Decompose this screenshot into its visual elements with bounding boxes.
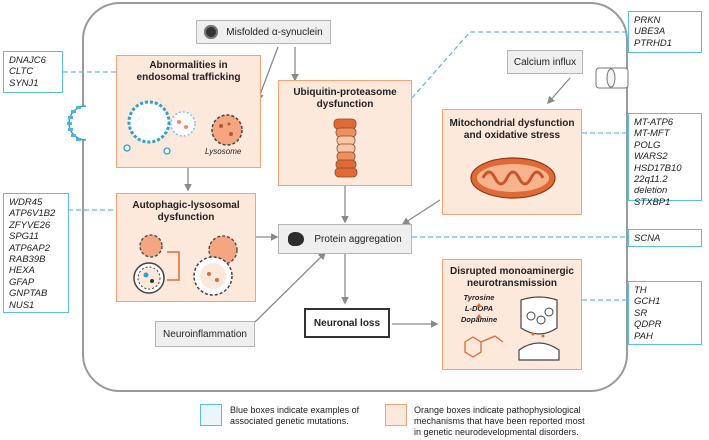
arrow-misfolded-to-endosomal bbox=[256, 46, 279, 102]
calcium-influx-box: Calcium influx bbox=[507, 50, 583, 74]
neuronal-loss-label: Neuronal loss bbox=[313, 317, 381, 329]
gene-wars2: WARS2 bbox=[634, 151, 668, 163]
endosomal-title-line-1: Abnormalities in bbox=[149, 60, 228, 71]
gene-ube3a: UBE3A bbox=[634, 26, 666, 38]
mitochondrial-box: Mitochondrial dysfunction and oxidative … bbox=[442, 109, 582, 215]
monoaminergic-box: Disrupted monoaminergic neurotransmissio… bbox=[442, 259, 582, 370]
synapse-illustration bbox=[464, 296, 560, 361]
ubiquitin-proteasome-box: Ubiquitin-proteasome dysfunction bbox=[278, 80, 412, 186]
genes-mitochondrial-box: MT-ATP6 MT-MFT POLG WARS2 HSD17B10 22q11… bbox=[628, 113, 702, 208]
gene-stxbp1: STXBP1 bbox=[634, 196, 671, 208]
gene-scna: SCNA bbox=[634, 233, 661, 244]
neuroinflammation-box: Neuroinflammation bbox=[155, 321, 255, 347]
protein-aggregation-label: Protein aggregation bbox=[314, 233, 402, 245]
gene-nus1: NUS1 bbox=[9, 299, 35, 311]
autophagy-illustration bbox=[133, 234, 238, 296]
ubiquitin-title-line-2: dysfunction bbox=[316, 99, 374, 110]
endosomal-trafficking-title: Abnormalities in endosomal trafficking bbox=[117, 60, 260, 84]
calcium-influx-label: Calcium influx bbox=[513, 56, 577, 68]
genes-monoaminergic-box: TH GCH1 SR QDPR PAH bbox=[628, 281, 702, 345]
neuroinflammation-label: Neuroinflammation bbox=[163, 328, 247, 340]
mitochondrial-title: Mitochondrial dysfunction and oxidative … bbox=[443, 118, 581, 142]
legend-orange-line-2: mechanisms that have been reported most bbox=[414, 416, 585, 426]
legend-orange-swatch bbox=[385, 404, 407, 426]
autophagic-title-line-2: dysfunction bbox=[157, 212, 215, 223]
dash-ubiquitin bbox=[411, 31, 628, 99]
mito-title-line-1: Mitochondrial dysfunction bbox=[449, 118, 575, 129]
gene-gnptab: GNPTAB bbox=[9, 288, 48, 300]
gene-wdr45: WDR45 bbox=[9, 197, 43, 208]
gene-mt-atp6: MT-ATP6 bbox=[634, 117, 674, 128]
gene-qdpr: QDPR bbox=[634, 319, 662, 331]
mono-title-line-1: Disrupted monoaminergic bbox=[450, 266, 574, 277]
mito-title-line-2: and oxidative stress bbox=[463, 130, 561, 141]
gene-synj1: SYNJ1 bbox=[9, 77, 39, 89]
legend-orange-line-1: Orange boxes indicate pathophysiological bbox=[414, 405, 581, 415]
calcium-channel bbox=[595, 67, 629, 89]
lysosome-label: Lysosome bbox=[205, 147, 242, 156]
misfolded-synuclein-box: Misfolded α-synuclein bbox=[196, 20, 331, 44]
gene-cltc: CLTC bbox=[9, 66, 34, 78]
arrow-neuroinflammation-to-aggregation bbox=[254, 251, 327, 323]
pathway-dopamine: Dopamine bbox=[460, 315, 498, 324]
protein-aggregation-icon bbox=[288, 232, 305, 246]
genes-endosomal-box: DNAJC6 CLTC SYNJ1 bbox=[3, 51, 63, 93]
pathway-tyrosine: Tyrosine bbox=[463, 293, 495, 302]
legend-blue-text: Blue boxes indicate examples of associat… bbox=[230, 405, 380, 427]
misfolded-synuclein-label: Misfolded α-synuclein bbox=[226, 26, 323, 38]
gene-pah: PAH bbox=[634, 330, 653, 342]
endosomal-trafficking-box: Abnormalities in endosomal trafficking L… bbox=[116, 55, 261, 168]
gene-hexa: HEXA bbox=[9, 265, 35, 277]
genes-aggregation-box: SCNA bbox=[628, 229, 702, 247]
gene-22q11-deletion: 22q11.2 deletion bbox=[634, 174, 668, 197]
ubiquitin-proteasome-title: Ubiquitin-proteasome dysfunction bbox=[279, 87, 411, 111]
legend-blue-line-1: Blue boxes indicate examples of bbox=[230, 405, 360, 415]
autophagic-lysosomal-title: Autophagic-lysosomal dysfunction bbox=[117, 200, 255, 224]
gene-rab39b: RAB39B bbox=[9, 254, 46, 266]
legend-blue-line-2: associated genetic mutations. bbox=[230, 416, 349, 426]
proteasome-illustration bbox=[333, 118, 358, 178]
legend-blue-swatch bbox=[200, 404, 222, 426]
dopamine-pathway: Tyrosine L-DOPA Dopamine bbox=[451, 292, 507, 325]
gene-prkn: PRKN bbox=[634, 15, 661, 26]
ubiquitin-title-line-1: Ubiquitin-proteasome bbox=[293, 87, 397, 98]
legend-orange-text: Orange boxes indicate pathophysiological… bbox=[414, 405, 614, 438]
gene-hsd17b10: HSD17B10 bbox=[634, 162, 682, 174]
neuronal-loss-box: Neuronal loss bbox=[304, 308, 390, 338]
gene-zfyve26: ZFYVE26 bbox=[9, 219, 51, 231]
gene-mt-mft: MT-MFT bbox=[634, 128, 670, 140]
gene-polg: POLG bbox=[634, 139, 661, 151]
gene-gch1: GCH1 bbox=[634, 296, 661, 308]
genes-ubiquitin-box: PRKN UBE3A PTRHD1 bbox=[628, 11, 702, 53]
gene-atp6ap2: ATP6AP2 bbox=[9, 242, 51, 254]
protein-aggregation-box: Protein aggregation bbox=[278, 224, 412, 254]
gene-sr: SR bbox=[634, 307, 648, 319]
arrow-mito-to-aggregation bbox=[401, 199, 441, 225]
gene-gfap: GFAP bbox=[9, 276, 35, 288]
legend-orange-line-3: in genetic neurodevelopmental disorders. bbox=[414, 427, 579, 437]
autophagic-title-line-1: Autophagic-lysosomal bbox=[132, 200, 240, 211]
gene-atp6v1b2: ATP6V1B2 bbox=[9, 208, 56, 220]
autophagic-lysosomal-box: Autophagic-lysosomal dysfunction bbox=[116, 193, 256, 302]
gene-th: TH bbox=[634, 285, 647, 296]
genes-autophagic-box: WDR45 ATP6V1B2 ZFYVE26 SPG11 ATP6AP2 RAB… bbox=[3, 193, 69, 313]
arrow-calcium-to-mito bbox=[546, 77, 571, 105]
mono-title-line-2: neurotransmission bbox=[466, 278, 558, 289]
mitochondrion-illustration bbox=[470, 157, 556, 199]
monoaminergic-title: Disrupted monoaminergic neurotransmissio… bbox=[443, 266, 581, 290]
misfolded-synuclein-icon bbox=[204, 25, 219, 39]
endosomal-title-line-2: endosomal trafficking bbox=[136, 72, 241, 83]
membrane-receptor bbox=[67, 105, 87, 141]
gene-ptrhd1: PTRHD1 bbox=[634, 37, 673, 49]
gene-dnajc6: DNAJC6 bbox=[9, 55, 46, 66]
gene-spg11: SPG11 bbox=[9, 231, 39, 243]
pathway-ldopa: L-DOPA bbox=[464, 304, 494, 313]
endosome-illustration bbox=[123, 100, 243, 155]
